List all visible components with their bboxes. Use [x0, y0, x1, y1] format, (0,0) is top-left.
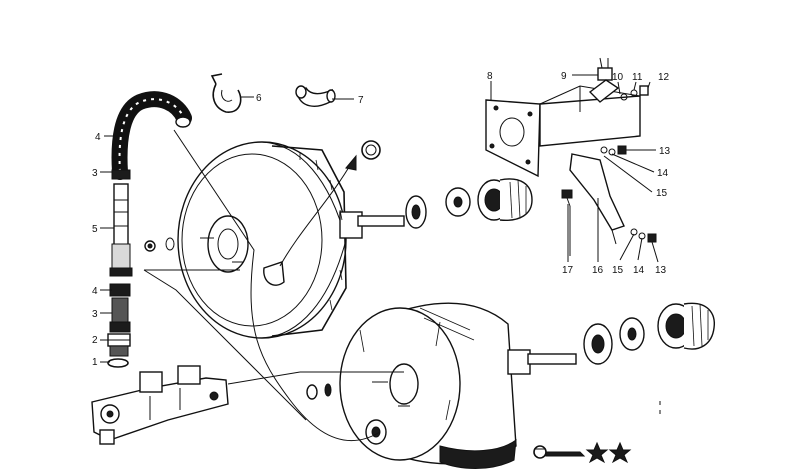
hose-clamp-upper [111, 169, 131, 180]
callout-3-lower: 3 [92, 309, 98, 320]
callout-labels: 1 2 3 3 4 4 5 6 7 8 9 10 11 12 13 13 14 … [92, 71, 671, 368]
leader-lines [100, 74, 659, 363]
callout-16: 16 [592, 265, 604, 276]
callout-13-lower: 13 [655, 265, 667, 276]
union-fitting [107, 333, 131, 357]
star-icon [608, 441, 632, 464]
callout-7: 7 [358, 95, 364, 106]
seal-ring [107, 358, 129, 368]
lower-seal-parts [583, 302, 715, 365]
callout-2: 2 [92, 335, 98, 346]
key-symbol-icon [533, 445, 586, 459]
check-valve [109, 183, 133, 277]
callout-13-upper: 13 [659, 146, 671, 157]
callout-14-lower: 14 [633, 265, 645, 276]
callout-14-upper: 14 [657, 168, 669, 179]
bracket-hardware-lower [630, 228, 657, 243]
bolt [561, 189, 573, 207]
callout-17: 17 [562, 265, 574, 276]
mounting-bracket [485, 85, 641, 178]
star-icon [585, 441, 609, 464]
callout-8: 8 [487, 71, 493, 82]
callout-12: 12 [658, 72, 670, 83]
hose-lower [109, 297, 131, 333]
washer-lower [306, 381, 410, 407]
callout-11: 11 [632, 72, 643, 83]
callout-15-upper: 15 [656, 188, 668, 199]
washer-upper [144, 237, 244, 263]
elbow-fitting [295, 85, 336, 107]
switch-sensor [588, 57, 620, 103]
seal-ring-upper-right [361, 140, 381, 160]
callout-5: 5 [92, 224, 98, 235]
assembly-lines [143, 129, 617, 441]
brake-booster-upper [177, 141, 405, 339]
vacuum-hose [111, 91, 192, 180]
callout-9: 9 [561, 71, 567, 82]
callout-15-lower: 15 [612, 265, 624, 276]
hose-clamp-lower [109, 283, 131, 297]
upper-seal-parts [405, 178, 533, 229]
clip [210, 73, 242, 113]
callout-4-lower: 4 [92, 286, 98, 297]
callout-1: 1 [92, 357, 98, 368]
callout-6: 6 [256, 93, 262, 104]
callout-3-upper: 3 [92, 168, 98, 179]
callout-10: 10 [612, 72, 624, 83]
brake-booster-lower [339, 302, 577, 469]
master-cylinder [91, 365, 229, 445]
callout-4-upper: 4 [95, 132, 101, 143]
